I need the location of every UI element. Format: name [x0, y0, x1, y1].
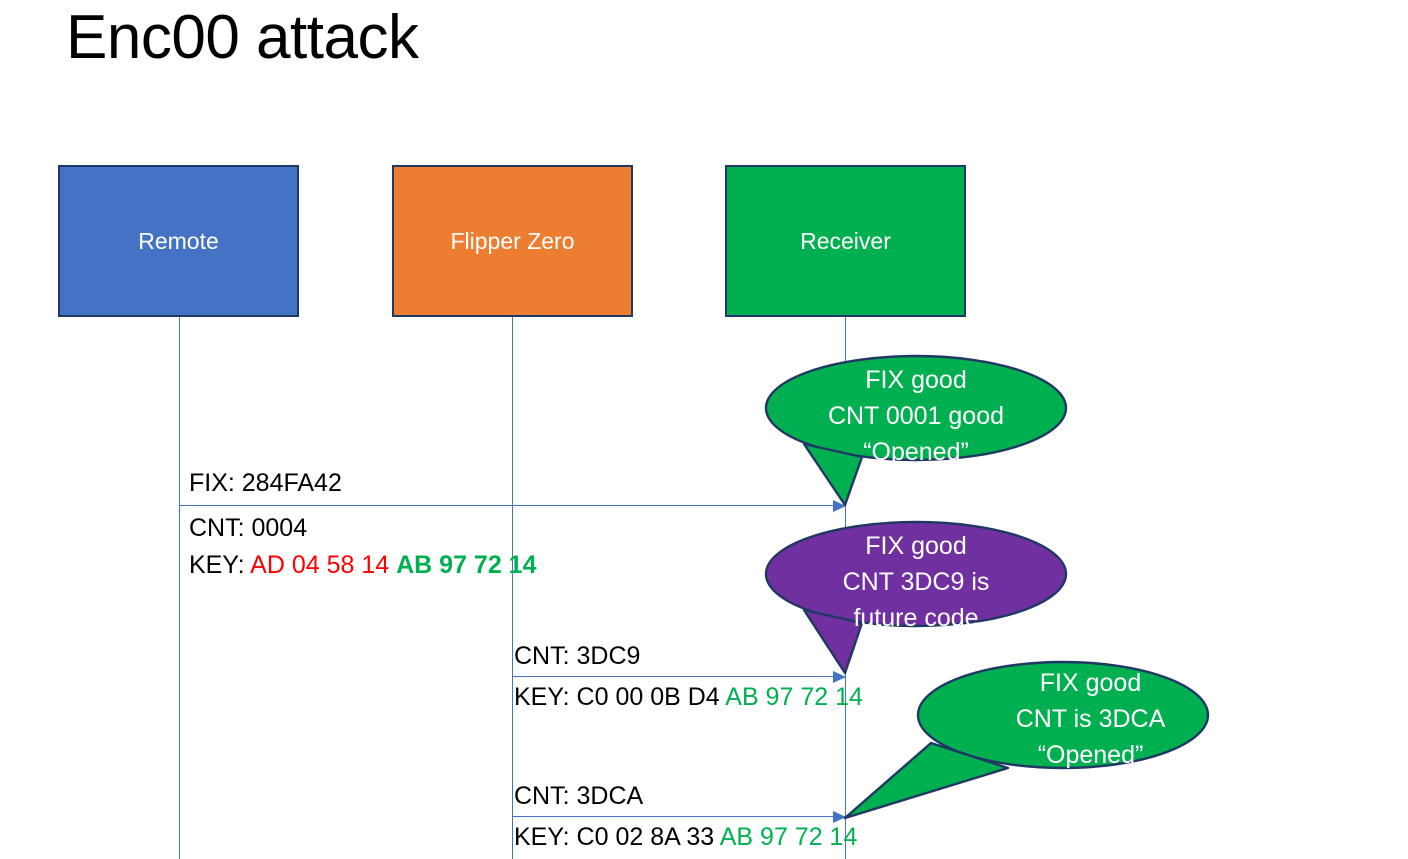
actor-box-flipper-zero[interactable]: Flipper Zero — [392, 165, 633, 317]
actor-box-remote[interactable]: Remote — [58, 165, 299, 317]
actor-label-flipper-zero: Flipper Zero — [450, 227, 575, 254]
callout-receiver-future: FIX good CNT 3DC9 is future code — [742, 518, 1090, 678]
actor-box-receiver[interactable]: Receiver — [725, 165, 966, 317]
lifeline-flipper-zero — [512, 317, 513, 859]
message-3-key-prefix: KEY: — [514, 823, 577, 851]
lifeline-remote — [179, 317, 180, 859]
message-3-cnt-label: CNT: 3DCA — [514, 782, 644, 810]
message-3-key-label: KEY: C0 02 8A 33 AB 97 72 14 — [514, 817, 857, 857]
message-1-key-prefix: KEY: — [189, 551, 251, 579]
message-2-cnt-label: CNT: 3DC9 — [514, 642, 641, 670]
message-2-key-label: KEY: C0 00 0B D4 AB 97 72 14 — [514, 677, 863, 717]
message-2-key-serial: AB 97 72 14 — [725, 683, 863, 711]
callout-receiver-opened: FIX good CNT is 3DCA “Opened” — [843, 655, 1263, 825]
message-arrow-flipper-to-receiver-2 — [512, 811, 846, 823]
message-2-key-prefix: KEY: — [514, 683, 577, 711]
actor-label-remote: Remote — [138, 227, 219, 254]
callout-receiver-first: FIX good CNT 0001 good “Opened” — [742, 352, 1090, 512]
message-2-key-encrypted: C0 00 0B D4 — [576, 683, 720, 711]
message-3-key-encrypted: C0 02 8A 33 — [576, 823, 715, 851]
message-1-key-serial: AB 97 72 14 — [396, 551, 537, 579]
actor-label-receiver: Receiver — [800, 227, 891, 254]
message-1-key-encrypted: AD 04 58 14 — [250, 551, 390, 579]
message-1-key-label: KEY: AD 04 58 14 AB 97 72 14 — [189, 545, 537, 585]
page-title: Enc00 attack — [66, 3, 419, 72]
message-arrow-flipper-to-receiver-1 — [512, 671, 846, 683]
message-1-fix-label: FIX: 284FA42 — [189, 469, 342, 497]
message-1-cnt-label: CNT: 0004 — [189, 514, 308, 542]
message-3-key-serial: AB 97 72 14 — [719, 823, 858, 851]
